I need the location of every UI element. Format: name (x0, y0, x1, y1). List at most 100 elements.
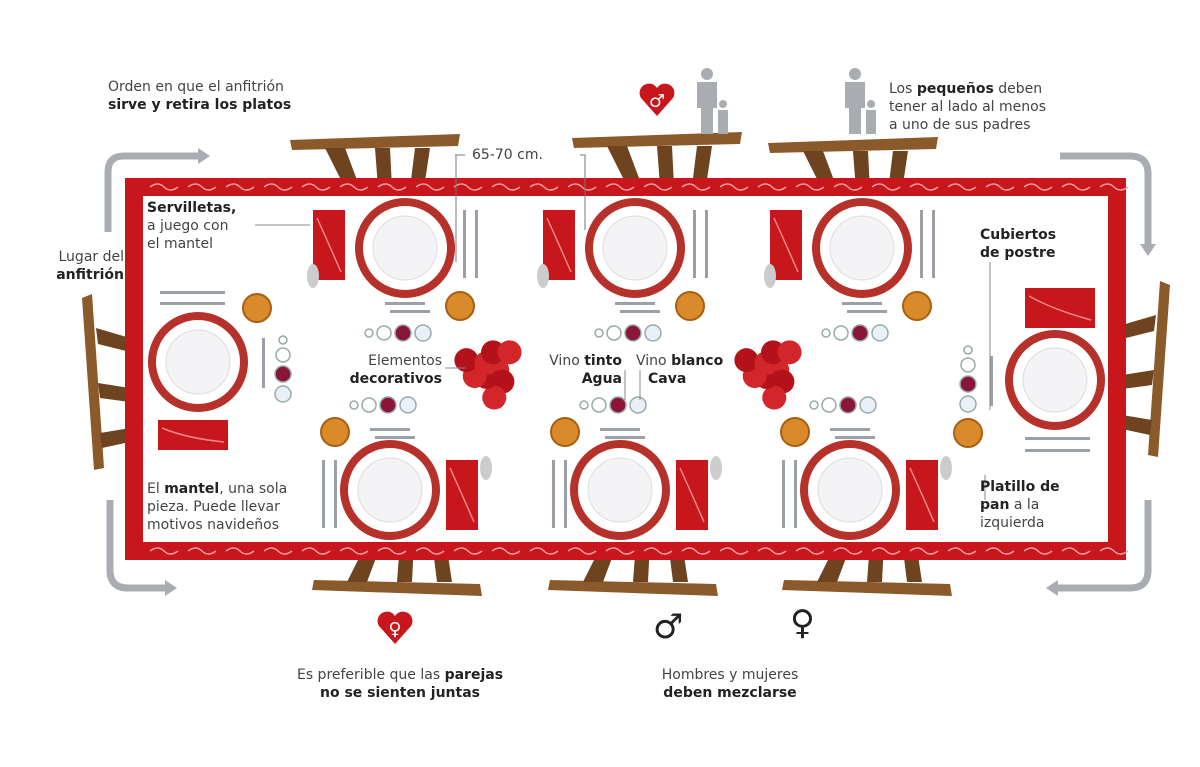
cutlery-icon (160, 302, 225, 305)
chair-icon (1122, 281, 1170, 457)
serve-order-arrow (106, 500, 165, 592)
cutlery-icon (160, 291, 225, 294)
female-symbol-icon: ♀ (790, 603, 815, 643)
plate-inner (372, 215, 438, 281)
swirl (719, 547, 749, 555)
arrow-head-icon (1140, 244, 1156, 256)
swirl (833, 547, 863, 555)
tablecloth-pattern (149, 183, 1129, 555)
bread-plate (550, 417, 580, 447)
body (845, 82, 865, 134)
swirl (909, 547, 939, 555)
glass-icon (821, 328, 831, 338)
swirl (149, 547, 179, 555)
swirl (1061, 547, 1091, 555)
glass-icon (839, 396, 857, 414)
glass-icon (274, 365, 292, 383)
head (701, 68, 713, 80)
glass-icon (644, 324, 662, 342)
cutlery-icon (842, 302, 882, 305)
heart-shape (639, 83, 675, 116)
chair-legs (1122, 315, 1156, 435)
cutlery-icon (990, 356, 993, 406)
glass-icon (394, 324, 412, 342)
arrow-head-icon (1046, 580, 1058, 596)
swirl (605, 547, 635, 555)
swirl (681, 183, 711, 191)
swirl (643, 183, 673, 191)
child-body (718, 110, 728, 134)
plate-inner (602, 215, 668, 281)
chair-back (768, 137, 938, 153)
swirl (263, 547, 293, 555)
gender-symbol-icon: ♀ (388, 619, 401, 640)
cutlery-icon (390, 310, 430, 313)
bread-plate (953, 418, 983, 448)
swirl (909, 183, 939, 191)
napkin-pattern (1028, 295, 1092, 321)
glass-icon (821, 397, 837, 413)
plate-inner (587, 457, 653, 523)
swirl (871, 183, 901, 191)
swirl (985, 547, 1015, 555)
glass-icon (399, 396, 417, 414)
glass-icon (609, 396, 627, 414)
swirl (187, 547, 217, 555)
napkin-pattern (161, 427, 225, 443)
glass-icon (274, 385, 292, 403)
swirl (453, 547, 483, 555)
spoon-icon (940, 456, 952, 480)
swirl (263, 183, 293, 191)
cutlery-icon (334, 460, 337, 528)
flower-centerpiece (734, 340, 802, 410)
chair-back (1148, 281, 1170, 457)
napkin-pattern (316, 217, 342, 273)
swirl (339, 547, 369, 555)
bread-plate (675, 291, 705, 321)
child-body (866, 110, 876, 134)
swirl (567, 183, 597, 191)
cutlery-icon (705, 210, 708, 278)
serve-order-arrow (1058, 500, 1152, 592)
child-head (867, 100, 875, 108)
cutlery-icon (920, 210, 923, 278)
cutlery-icon (1025, 437, 1090, 440)
glass-icon (629, 396, 647, 414)
swirl (795, 183, 825, 191)
plate-inner (357, 457, 423, 523)
arrow-head-icon (198, 148, 210, 164)
spoon-icon (480, 456, 492, 480)
petal (482, 385, 507, 410)
glass-icon (278, 335, 288, 345)
swirl (871, 547, 901, 555)
glass-icon (851, 324, 869, 342)
cutlery-icon (932, 210, 935, 278)
leader-lines (255, 224, 991, 500)
plate-inner (817, 457, 883, 523)
glass-icon (364, 328, 374, 338)
flower-centerpiece (454, 340, 522, 410)
swirl (491, 183, 521, 191)
cutlery-icon (794, 460, 797, 528)
bread-plate (320, 417, 350, 447)
napkin (158, 420, 228, 450)
cutlery-icon (782, 460, 785, 528)
chair-legs (607, 146, 712, 186)
swirl (415, 183, 445, 191)
bread-plate (902, 291, 932, 321)
chair-legs (96, 328, 130, 448)
glass-icon (606, 325, 622, 341)
swirl (795, 547, 825, 555)
glass-icon (594, 328, 604, 338)
glass-icon (833, 325, 849, 341)
swirl (187, 183, 217, 191)
